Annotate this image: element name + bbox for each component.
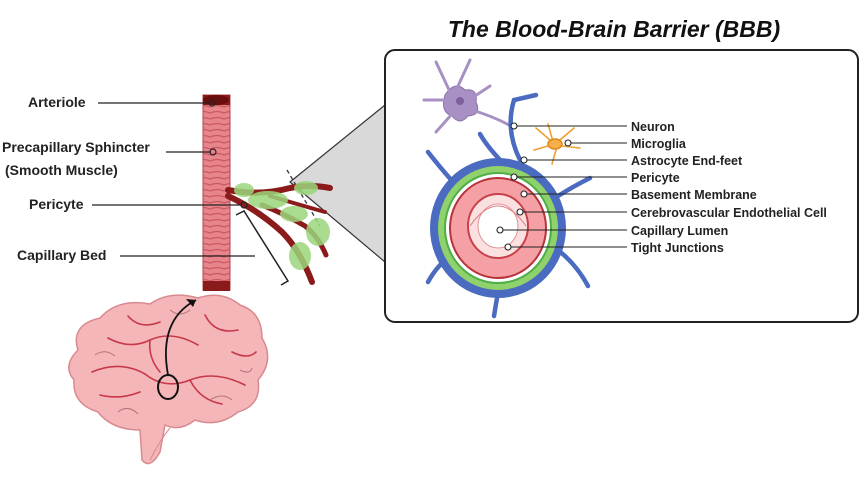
capillary-bed-bracket	[235, 210, 290, 286]
brain-illustration	[68, 294, 269, 465]
zoom-arrow	[165, 299, 197, 376]
bbb-leader-dots	[496, 122, 572, 251]
diagram-title: The Blood-Brain Barrier (BBB)	[448, 16, 780, 42]
label-endothelial-cell: Cerebrovascular Endothelial Cell	[631, 206, 827, 220]
label-basement-membrane: Basement Membrane	[631, 188, 757, 202]
label-capillary-lumen: Capillary Lumen	[631, 224, 728, 238]
label-astrocyte-end-feet: Astrocyte End-feet	[631, 154, 743, 168]
label-tight-junctions: Tight Junctions	[631, 241, 724, 255]
label-precapillary-sphincter: Precapillary Sphincter	[2, 139, 150, 155]
label-microglia: Microglia	[631, 137, 687, 151]
microglia-cell	[533, 123, 581, 165]
label-neuron: Neuron	[631, 120, 675, 134]
label-arteriole: Arteriole	[28, 94, 86, 110]
label-smooth-muscle: (Smooth Muscle)	[5, 162, 118, 178]
zoom-cut-line	[286, 169, 321, 227]
arteriole-vessel	[202, 94, 231, 291]
label-pericyte-bbb: Pericyte	[631, 171, 680, 185]
pericyte-coverage	[234, 181, 330, 270]
bbb-leaders	[500, 125, 627, 248]
label-capillary-bed: Capillary Bed	[17, 247, 106, 263]
neuron-cell	[422, 58, 516, 134]
label-pericyte-left: Pericyte	[29, 196, 84, 212]
